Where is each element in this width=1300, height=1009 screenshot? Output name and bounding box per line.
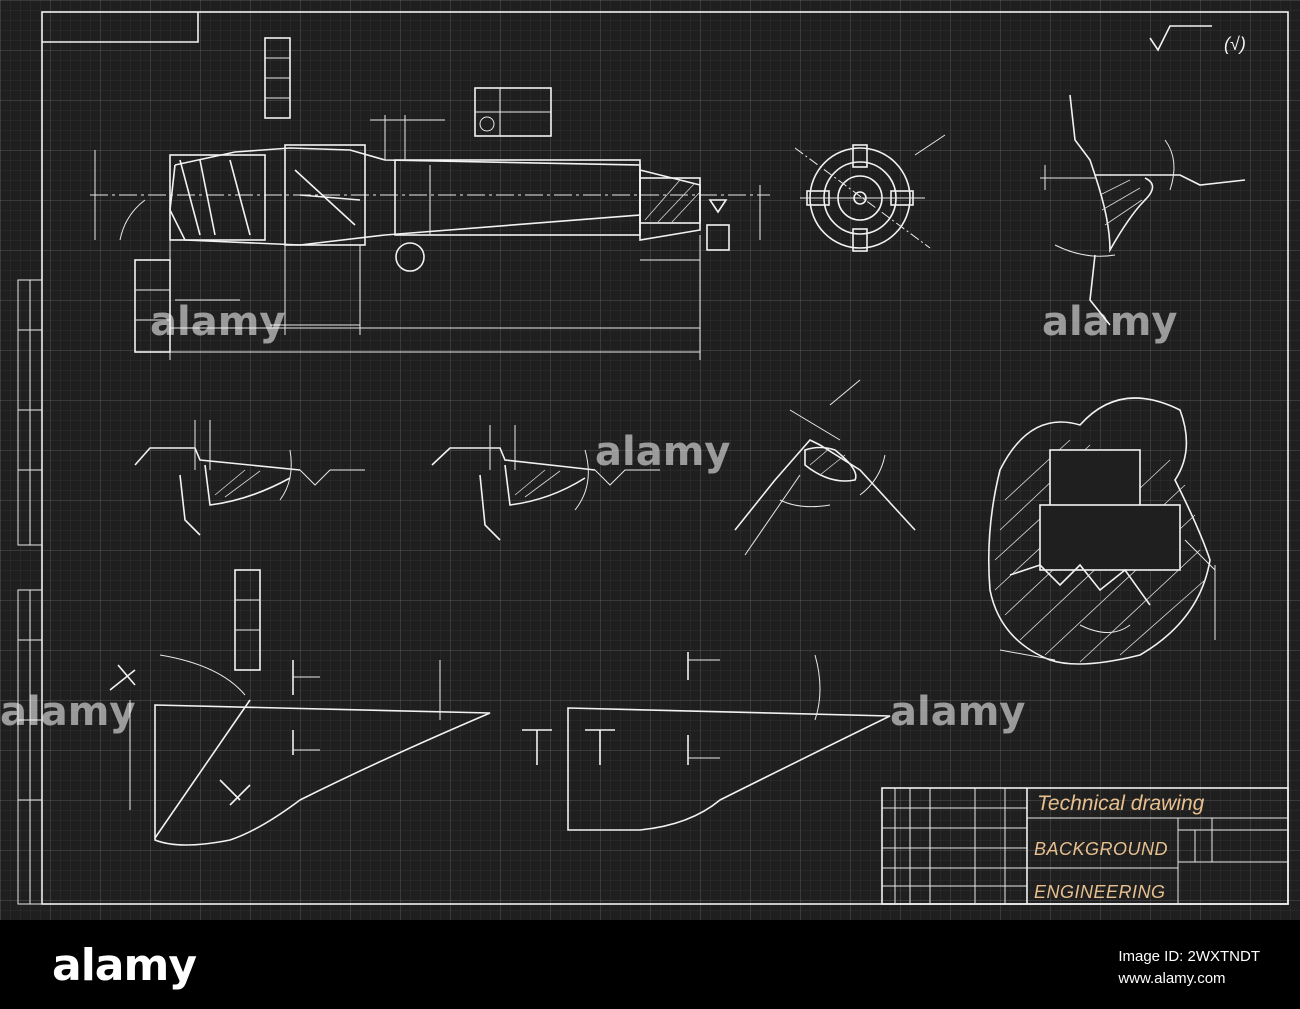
image-meta: Image ID: 2WXTNDT www.alamy.com	[1118, 946, 1260, 990]
watermark: alamy	[0, 689, 135, 735]
roughness-symbol: (√)	[1149, 25, 1246, 54]
stock-footer: alamy Image ID: 2WXTNDT www.alamy.com	[0, 920, 1300, 1009]
cutter-view-left	[109, 569, 491, 846]
sheet-frame	[17, 11, 1289, 905]
watermark: alamy	[890, 689, 1025, 735]
title-block-line1: BACKGROUND	[1034, 839, 1168, 859]
site-url: www.alamy.com	[1118, 970, 1226, 987]
title-block: Technical drawing BACKGROUND ENGINEERING	[881, 787, 1289, 905]
title-block-line2: ENGINEERING	[1034, 882, 1166, 902]
cutting-profile-1	[134, 420, 365, 536]
drawing-sheet: (√)	[0, 0, 1300, 920]
cutting-profile-2	[431, 425, 660, 541]
cutting-profile-top-right	[1040, 94, 1246, 326]
alamy-logo: alamy	[52, 940, 197, 991]
cutter-view-middle	[522, 652, 891, 831]
roughness-symbol-label: (√)	[1224, 34, 1246, 54]
image-id: Image ID: 2WXTNDT	[1118, 948, 1260, 965]
watermarks: alamy alamy alamy alamy alamy	[0, 299, 1177, 735]
chuck-end-view	[794, 134, 946, 252]
title-block-title: Technical drawing	[1037, 792, 1205, 815]
technical-drawing: (√)	[0, 11, 1289, 905]
tool-holder-assembly	[90, 37, 770, 360]
cutting-profile-3	[734, 379, 916, 556]
watermark: alamy	[595, 429, 730, 475]
hatched-section-view	[987, 397, 1216, 665]
watermark: alamy	[1042, 299, 1177, 345]
watermark: alamy	[150, 299, 285, 345]
